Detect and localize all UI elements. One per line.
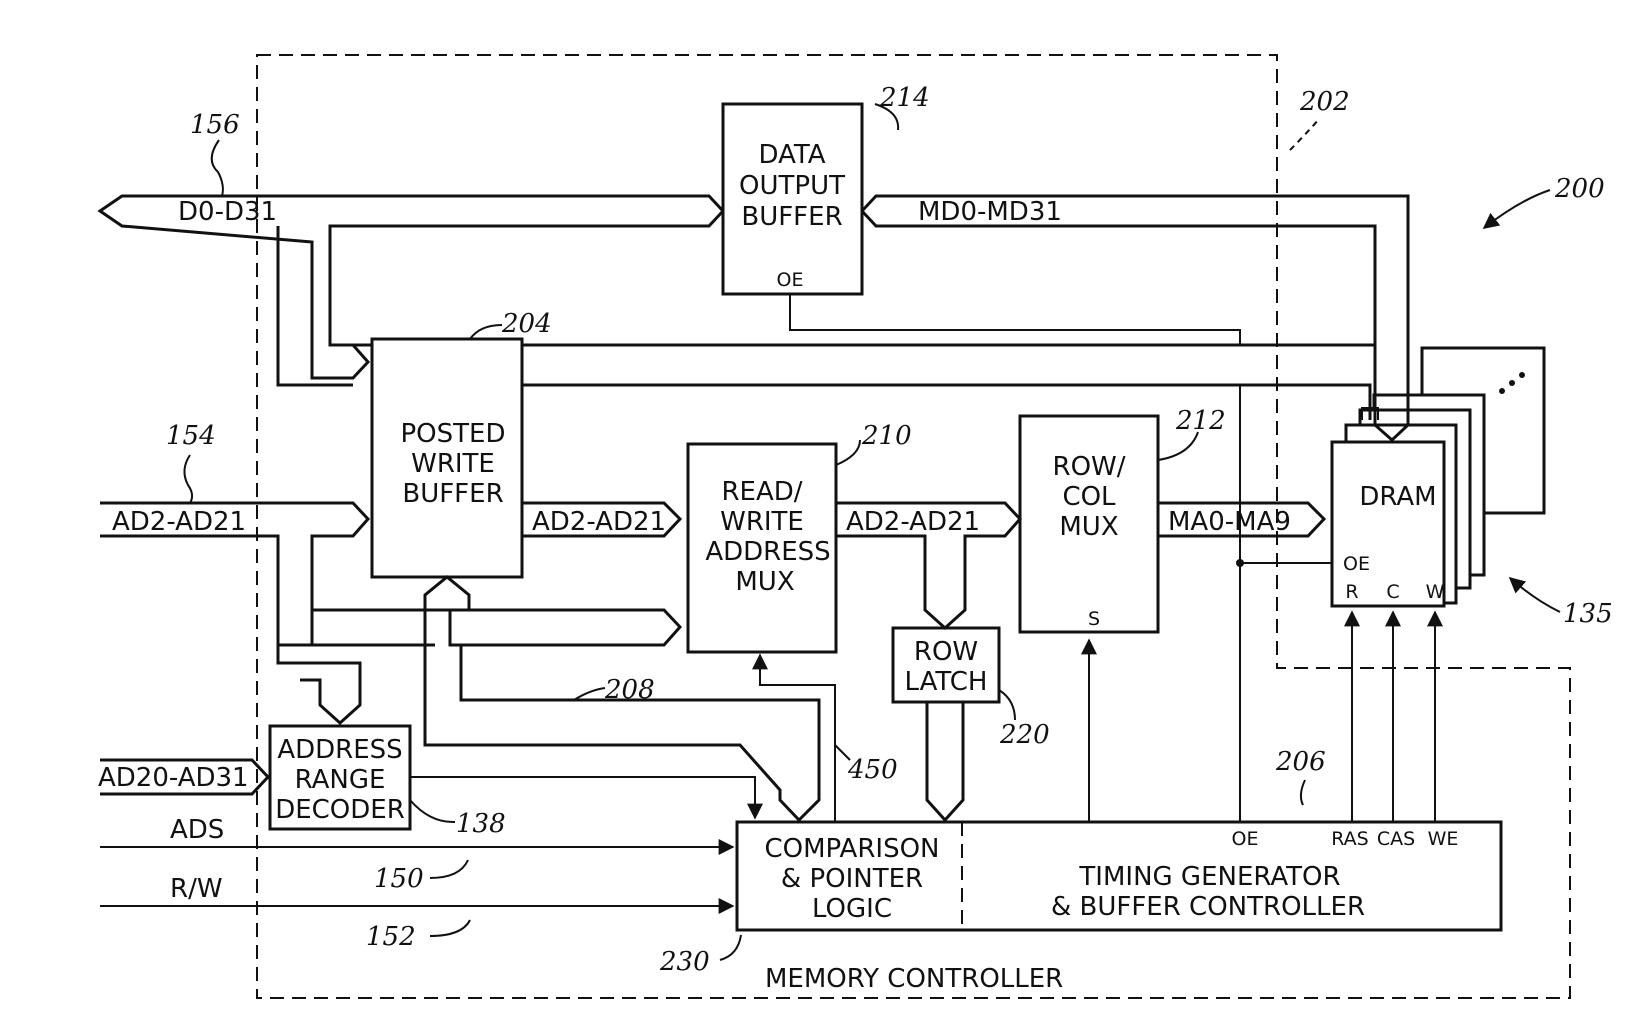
ref-230: 230 [659, 947, 710, 977]
rw-mux-line3: ADDRESS [705, 537, 830, 567]
signal-ads: ADS [170, 815, 224, 845]
ref-204: 204 [501, 309, 552, 339]
rw-mux-line4: MUX [735, 567, 794, 597]
dram-pin-c: C [1386, 581, 1399, 603]
posted-write-buffer-line2: WRITE [411, 449, 495, 479]
comparison-line1: COMPARISON [764, 834, 939, 864]
ref-135: 135 [1563, 599, 1613, 629]
row-latch-line2: LATCH [905, 667, 988, 697]
row-col-mux-line1: ROW/ [1053, 452, 1126, 482]
ref-212: 212 [1175, 406, 1226, 436]
ref-138: 138 [456, 809, 506, 839]
dram-pin-oe: OE [1343, 553, 1370, 575]
data-output-buffer-line1: DATA [759, 140, 826, 170]
comparison-line3: LOGIC [812, 894, 892, 924]
ref-154: 154 [166, 421, 216, 451]
data-output-buffer-oe: OE [777, 269, 804, 291]
signal-ma-bus: MA0-MA9 [1168, 507, 1291, 537]
comparison-line2: & POINTER [781, 864, 923, 894]
d-bus-branch [278, 226, 353, 385]
ref-450: 450 [847, 755, 898, 785]
pwb-bottom-connector [425, 577, 469, 610]
ref-152: 152 [366, 922, 416, 952]
rw-mux-line1: READ/ [721, 477, 802, 507]
signal-ad-pwb: AD2-AD21 [532, 507, 666, 537]
timing-pin-oe: OE [1232, 828, 1259, 850]
timing-pin-we: WE [1428, 828, 1459, 850]
signal-md-bus: MD0-MD31 [918, 197, 1062, 227]
signal-d-bus: D0-D31 [178, 197, 277, 227]
pwb-to-dram-line [522, 385, 1370, 420]
ref-214: 214 [879, 83, 930, 113]
ref-210: 210 [861, 421, 912, 451]
data-output-buffer-line2: OUTPUT [739, 171, 845, 201]
row-col-mux-s: S [1088, 608, 1100, 630]
row-latch-bus [927, 702, 963, 820]
decoder-line1: ADDRESS [277, 735, 402, 765]
timing-pin-ras: RAS [1331, 828, 1369, 850]
row-col-mux-line2: COL [1062, 482, 1116, 512]
timing-line1: TIMING GENERATOR [1078, 862, 1340, 892]
ellipsis-dot [1509, 380, 1515, 386]
signal-rw: R/W [170, 874, 223, 904]
ref-200: 200 [1554, 174, 1605, 204]
ref-206: 206 [1275, 747, 1326, 777]
md-bus [862, 196, 1408, 440]
ref-150: 150 [374, 864, 424, 894]
ellipsis-dot [1499, 388, 1505, 394]
rw-mux-line2: WRITE [720, 507, 804, 537]
decoder-line3: DECODER [275, 795, 405, 825]
signal-ad-high: AD20-AD31 [98, 763, 249, 793]
ref-208: 208 [604, 675, 655, 705]
posted-write-buffer-line1: POSTED [401, 419, 506, 449]
signal-ad-in: AD2-AD21 [112, 507, 246, 537]
row-col-mux-line3: MUX [1059, 512, 1118, 542]
ref-202: 202 [1299, 87, 1350, 117]
memory-controller-label: MEMORY CONTROLLER [765, 964, 1063, 994]
decoder-line2: RANGE [295, 765, 386, 795]
signal-ad-mux: AD2-AD21 [846, 507, 980, 537]
oe-line [790, 294, 1240, 345]
ref-220: 220 [999, 720, 1050, 750]
dram-label: DRAM [1359, 482, 1436, 512]
timing-line2: & BUFFER CONTROLLER [1051, 892, 1365, 922]
posted-write-buffer-line3: BUFFER [402, 479, 503, 509]
dram-pin-r: R [1345, 581, 1358, 603]
ellipsis-dot [1519, 372, 1525, 378]
row-latch-line1: ROW [914, 637, 978, 667]
ref-156: 156 [190, 110, 240, 140]
data-output-buffer-line3: BUFFER [741, 202, 842, 232]
timing-pin-cas: CAS [1377, 828, 1415, 850]
dram-pin-w: W [1426, 581, 1445, 603]
line-450 [760, 655, 835, 822]
